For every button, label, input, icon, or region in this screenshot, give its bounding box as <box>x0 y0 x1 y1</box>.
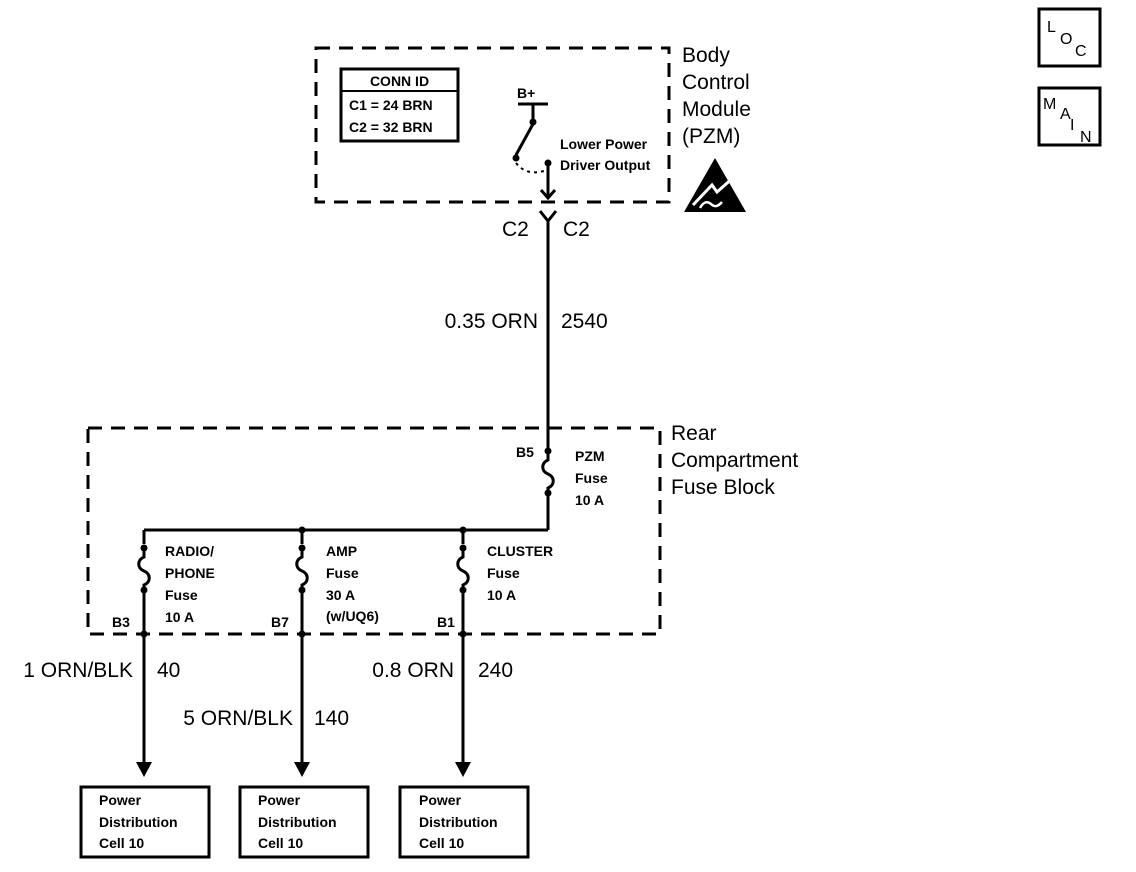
wire-gauge-color-label: 0.8 ORN <box>372 659 454 682</box>
svg-text:10 A: 10 A <box>487 587 516 603</box>
bcm-title: Body Control Module (PZM) <box>682 44 751 148</box>
destination-box-2[interactable]: Power Distribution Cell 10 <box>238 785 370 859</box>
svg-text:Cell 10: Cell 10 <box>99 835 144 851</box>
svg-text:Distribution: Distribution <box>99 814 178 830</box>
svg-text:Power: Power <box>258 792 301 808</box>
loc-letter: C <box>1075 43 1087 60</box>
destination-box-1[interactable]: Power Distribution Cell 10 <box>79 785 211 859</box>
driver-output-label: Lower Power Driver Output <box>560 136 651 173</box>
svg-text:Compartment: Compartment <box>671 449 798 472</box>
svg-text:Lower Power: Lower Power <box>560 136 648 152</box>
svg-text:Fuse Block: Fuse Block <box>671 476 775 499</box>
arrow-down-icon <box>455 762 471 777</box>
pzm-fuse: B5 PZM Fuse 10 A <box>516 444 608 530</box>
svg-text:Fuse: Fuse <box>575 470 608 486</box>
wire-circuit-label: 40 <box>157 659 180 682</box>
svg-text:Fuse: Fuse <box>326 565 359 581</box>
fuse-cluster: CLUSTER Fuse 10 A B1 <box>437 530 553 762</box>
main-letter: N <box>1080 129 1092 146</box>
svg-text:Cell 10: Cell 10 <box>258 835 303 851</box>
wire-gauge-color-label: 0.35 ORN <box>445 310 538 333</box>
connector-c2: C2 C2 <box>502 210 590 241</box>
wire-gauge-color-label: 5 ORN/BLK <box>183 707 293 730</box>
pin-label: B7 <box>271 614 289 630</box>
svg-text:PZM: PZM <box>575 448 605 464</box>
conn-id-table: CONN ID C1 = 24 BRN C2 = 32 BRN <box>339 67 460 143</box>
connector-label-right: C2 <box>563 218 590 241</box>
low-side-driver-switch: B+ <box>512 85 557 201</box>
main-letter: M <box>1043 96 1056 113</box>
svg-text:(PZM): (PZM) <box>682 125 740 148</box>
svg-text:Power: Power <box>99 792 142 808</box>
svg-text:10 A: 10 A <box>575 492 604 508</box>
pin-label: B3 <box>112 614 130 630</box>
svg-text:Body: Body <box>682 44 730 67</box>
loc-letter: O <box>1060 31 1072 48</box>
svg-text:Fuse: Fuse <box>165 587 198 603</box>
svg-text:Module: Module <box>682 98 751 121</box>
conn-id-header: CONN ID <box>370 73 429 89</box>
svg-text:AMP: AMP <box>326 543 357 559</box>
svg-text:Distribution: Distribution <box>258 814 337 830</box>
wire-circuit-label: 140 <box>314 707 349 730</box>
fuse-radio-phone: RADIO/ PHONE Fuse 10 A B3 <box>112 530 215 762</box>
main-letter: A <box>1060 106 1071 123</box>
wire-circuit-label: 240 <box>478 659 513 682</box>
svg-text:Distribution: Distribution <box>419 814 498 830</box>
esd-sensitive-icon <box>684 158 746 212</box>
svg-text:Fuse: Fuse <box>487 565 520 581</box>
loc-letter: L <box>1047 19 1056 36</box>
fuse-amp: AMP Fuse 30 A (w/UQ6) B7 <box>271 530 379 762</box>
svg-text:Driver Output: Driver Output <box>560 157 651 173</box>
connector-label-left: C2 <box>502 218 529 241</box>
conn-id-row: C1 = 24 BRN <box>349 97 433 113</box>
wire-circuit-label: 2540 <box>561 310 608 333</box>
wire-gauge-color-label: 1 ORN/BLK <box>23 659 133 682</box>
main-letter: I <box>1070 117 1074 134</box>
svg-text:Control: Control <box>682 71 750 94</box>
svg-text:PHONE: PHONE <box>165 565 215 581</box>
b-plus-label: B+ <box>517 85 535 101</box>
arrow-down-icon <box>294 762 310 777</box>
svg-text:CLUSTER: CLUSTER <box>487 543 553 559</box>
main-button[interactable]: M A I N <box>1037 86 1102 147</box>
svg-text:10 A: 10 A <box>165 609 194 625</box>
svg-text:Cell 10: Cell 10 <box>419 835 464 851</box>
destination-box-3[interactable]: Power Distribution Cell 10 <box>398 785 530 859</box>
loc-button[interactable]: L O C <box>1037 7 1102 68</box>
pin-label: B5 <box>516 444 534 460</box>
svg-text:30 A: 30 A <box>326 587 355 603</box>
svg-text:RADIO/: RADIO/ <box>165 543 214 559</box>
fuse-block-outline <box>86 426 662 636</box>
svg-text:Rear: Rear <box>671 422 717 445</box>
conn-id-row: C2 = 32 BRN <box>349 119 433 135</box>
pin-label: B1 <box>437 614 455 630</box>
svg-text:(w/UQ6): (w/UQ6) <box>326 608 379 624</box>
svg-text:Power: Power <box>419 792 462 808</box>
fuse-block-title: Rear Compartment Fuse Block <box>671 422 798 499</box>
arrow-down-icon <box>136 762 152 777</box>
